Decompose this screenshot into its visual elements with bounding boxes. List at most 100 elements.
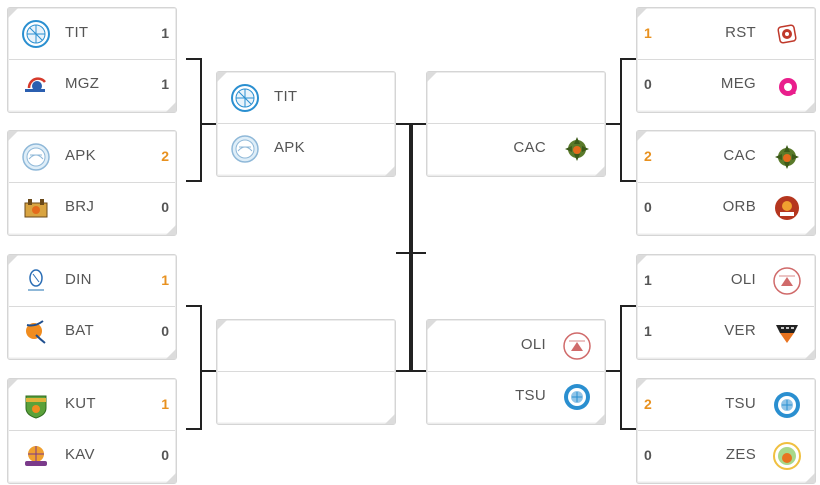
- apk-logo-icon: [21, 142, 51, 172]
- card-corner: [805, 102, 815, 112]
- card-corner: [385, 166, 395, 176]
- bracket-connector: [620, 180, 636, 182]
- bracket-connector: [186, 428, 201, 430]
- team-row[interactable]: DIN 1: [9, 256, 175, 307]
- team-row[interactable]: TIT: [218, 73, 394, 124]
- team-row[interactable]: TSU 2: [638, 380, 814, 431]
- match-card-left-r1-1[interactable]: TIT 1 MGZ 1: [7, 7, 177, 113]
- match-card-right-r2-1[interactable]: CAC: [426, 71, 606, 177]
- team-name: TIT: [274, 88, 298, 105]
- team-row[interactable]: KAV 0: [9, 431, 175, 481]
- tit-logo-icon: [230, 83, 260, 113]
- team-score: 0: [161, 323, 169, 339]
- orb-logo-icon: [772, 193, 802, 223]
- team-row[interactable]: ORB 0: [638, 183, 814, 233]
- meg-logo-icon: [772, 70, 802, 100]
- card-corner: [8, 8, 18, 18]
- match-card-left-r1-2[interactable]: APK 2 BRJ 0: [7, 130, 177, 236]
- bracket-connector: [620, 305, 636, 307]
- team-row[interactable]: TIT 1: [9, 9, 175, 60]
- team-score: 1: [644, 25, 652, 41]
- team-name: CAC: [723, 147, 756, 164]
- team-score: 1: [161, 396, 169, 412]
- team-row[interactable]: APK 2: [9, 132, 175, 183]
- team-name: OLI: [730, 271, 756, 288]
- team-row[interactable]: APK: [218, 124, 394, 174]
- tit-logo-icon: [21, 19, 51, 49]
- team-row[interactable]: BRJ 0: [9, 183, 175, 233]
- match-card-right-r1-2[interactable]: CAC 2 ORB 0: [636, 130, 816, 236]
- team-row[interactable]: VER 1: [638, 307, 814, 357]
- team-name: VER: [724, 322, 756, 339]
- bracket-connector: [620, 58, 622, 182]
- bat-logo-icon: [21, 317, 51, 347]
- bracket-connector: [186, 180, 201, 182]
- team-name: KAV: [65, 446, 95, 463]
- team-name: KUT: [65, 395, 96, 412]
- card-corner: [595, 414, 605, 424]
- brj-logo-icon: [21, 193, 51, 223]
- match-card-right-r2-2[interactable]: OLI TSU: [426, 319, 606, 425]
- ver-logo-icon: [772, 317, 802, 347]
- team-row[interactable]: RST 1: [638, 9, 814, 60]
- bracket-connector: [620, 305, 622, 430]
- team-score: 0: [644, 447, 652, 463]
- mgz-logo-icon: [21, 70, 51, 100]
- team-row[interactable]: KUT 1: [9, 380, 175, 431]
- team-name: OLI: [520, 336, 546, 353]
- team-score: 0: [644, 199, 652, 215]
- team-row[interactable]: BAT 0: [9, 307, 175, 357]
- bracket-connector: [200, 305, 202, 430]
- team-row[interactable]: TSU: [428, 372, 604, 422]
- card-corner: [217, 320, 227, 330]
- match-card-right-r1-3[interactable]: OLI 1 VER 1: [636, 254, 816, 360]
- card-corner: [427, 320, 437, 330]
- din-logo-icon: [21, 266, 51, 296]
- team-score: 2: [644, 148, 652, 164]
- card-corner: [805, 225, 815, 235]
- card-corner: [805, 473, 815, 483]
- match-card-left-r2-2[interactable]: [216, 319, 396, 425]
- team-row[interactable]: MEG 0: [638, 60, 814, 110]
- match-card-right-r1-4[interactable]: TSU 2 ZES 0: [636, 378, 816, 484]
- team-row[interactable]: ZES 0: [638, 431, 814, 481]
- team-row[interactable]: [218, 372, 394, 422]
- team-score: 1: [644, 323, 652, 339]
- bracket-connector: [200, 123, 216, 125]
- team-row[interactable]: [218, 321, 394, 372]
- team-row[interactable]: CAC 2: [638, 132, 814, 183]
- bracket-connector: [186, 58, 201, 60]
- team-score: 2: [161, 148, 169, 164]
- team-row[interactable]: MGZ 1: [9, 60, 175, 110]
- match-card-left-r1-3[interactable]: DIN 1 BAT 0: [7, 254, 177, 360]
- tsu-logo-icon: [772, 390, 802, 420]
- bracket-connector: [620, 58, 636, 60]
- card-corner: [637, 379, 647, 389]
- team-score: 1: [161, 272, 169, 288]
- bracket-connector: [200, 370, 216, 372]
- card-corner: [8, 255, 18, 265]
- team-score: 1: [644, 272, 652, 288]
- team-score: 1: [161, 76, 169, 92]
- tsu-logo-icon: [562, 382, 592, 412]
- card-corner: [427, 72, 437, 82]
- card-corner: [8, 379, 18, 389]
- oli-logo-icon: [772, 266, 802, 296]
- match-card-left-r2-1[interactable]: TIT APK: [216, 71, 396, 177]
- team-row[interactable]: OLI: [428, 321, 604, 372]
- match-card-right-r1-1[interactable]: RST 1 MEG 0: [636, 7, 816, 113]
- card-corner: [637, 255, 647, 265]
- team-row[interactable]: [428, 73, 604, 124]
- bracket-connector: [606, 123, 622, 125]
- team-row[interactable]: OLI 1: [638, 256, 814, 307]
- bracket-connector: [396, 252, 426, 254]
- team-score: 2: [644, 396, 652, 412]
- match-card-left-r1-4[interactable]: KUT 1 KAV 0: [7, 378, 177, 484]
- team-row[interactable]: CAC: [428, 124, 604, 174]
- team-name: CAC: [513, 139, 546, 156]
- team-name: RST: [725, 24, 756, 41]
- apk-logo-icon: [230, 134, 260, 164]
- card-corner: [595, 166, 605, 176]
- team-name: ORB: [722, 198, 756, 215]
- team-score: 0: [161, 447, 169, 463]
